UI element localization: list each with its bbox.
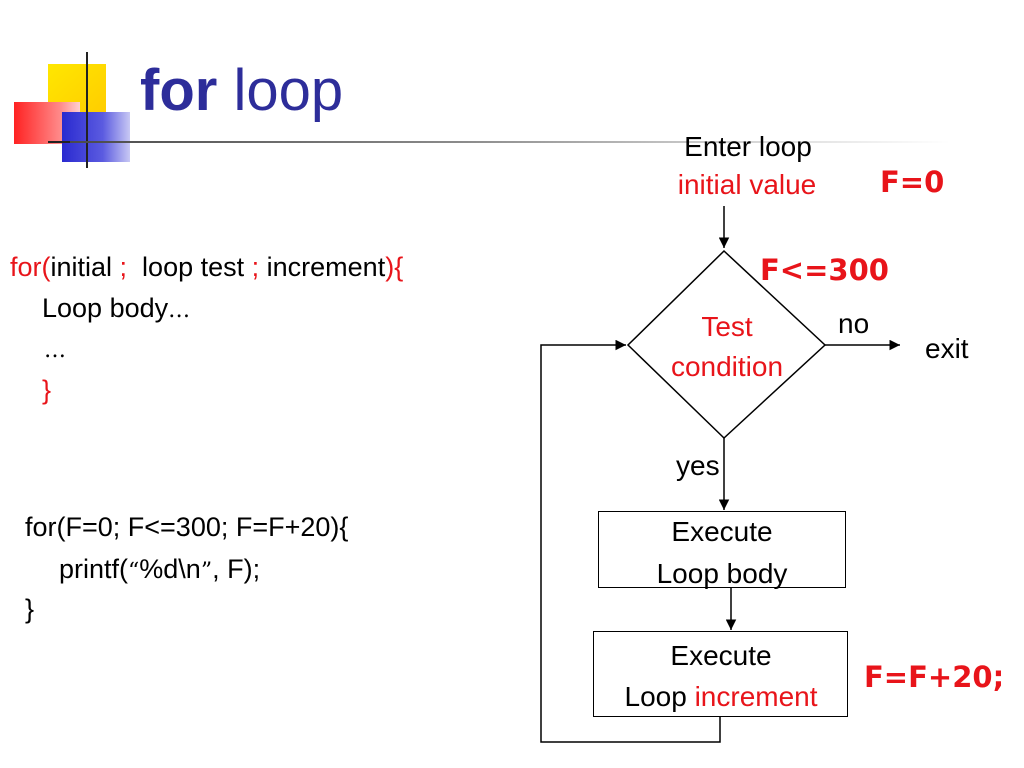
annotation-test: F<=300 — [760, 253, 889, 287]
example-format: %d\n — [139, 554, 201, 584]
title-keyword: for — [140, 58, 218, 123]
annotation-increment: F=F+20; — [864, 660, 1005, 694]
logo-blue-square — [62, 112, 130, 162]
logo-decoration — [14, 52, 140, 168]
example-line-2: printf(“%d\n”, F); — [59, 556, 260, 583]
syntax-line-1: for(initial ; loop test ; increment){ — [10, 254, 403, 281]
execute-increment-box — [593, 631, 848, 717]
syntax-semicolon-2: ; — [251, 252, 260, 282]
example-args: , F); — [212, 554, 261, 584]
syntax-loop-test: loop test — [127, 252, 252, 282]
syntax-for: for( — [10, 252, 51, 282]
syntax-loop-body: Loop body — [42, 293, 169, 323]
no-label: no — [838, 308, 870, 339]
execute-body-line-2: Loop body — [656, 558, 788, 589]
syntax-close-brace: } — [42, 375, 52, 405]
example-line-3: } — [25, 594, 35, 624]
exit-label: exit — [925, 333, 969, 364]
syntax-body-ellipsis: … — [168, 298, 191, 323]
example-open-quote: “ — [128, 559, 140, 584]
initial-value-label: initial value — [677, 169, 817, 200]
execute-increment-line-1: Execute — [670, 640, 772, 671]
syntax-line-3: … — [44, 338, 66, 363]
enter-loop-label: Enter loop — [684, 131, 812, 162]
example-close-quote: ” — [200, 559, 213, 584]
execute-body-line-1: Execute — [671, 516, 773, 547]
example-printf: printf( — [59, 554, 129, 584]
title-rest: loop — [233, 58, 344, 123]
execute-body-box — [598, 511, 846, 588]
annotation-init: F=0 — [880, 165, 945, 199]
title-underline — [70, 141, 950, 143]
loop-word: Loop — [624, 681, 695, 712]
syntax-semicolon-1: ; — [119, 252, 128, 282]
increment-word: increment — [694, 681, 818, 712]
yes-label: yes — [676, 450, 720, 481]
page-title: for loop — [140, 62, 343, 120]
test-label: Test — [701, 311, 753, 342]
syntax-initial: initial — [50, 252, 120, 282]
loop-back-arrow — [540, 339, 721, 743]
syntax-increment: increment — [259, 252, 386, 282]
execute-increment-line-2: Loop increment — [624, 683, 817, 711]
syntax-line-2: Loop body… — [42, 295, 190, 322]
example-line-1: for(F=0; F<=300; F=F+20){ — [25, 512, 349, 542]
condition-label: condition — [670, 351, 784, 382]
syntax-open-brace: ){ — [385, 252, 404, 282]
